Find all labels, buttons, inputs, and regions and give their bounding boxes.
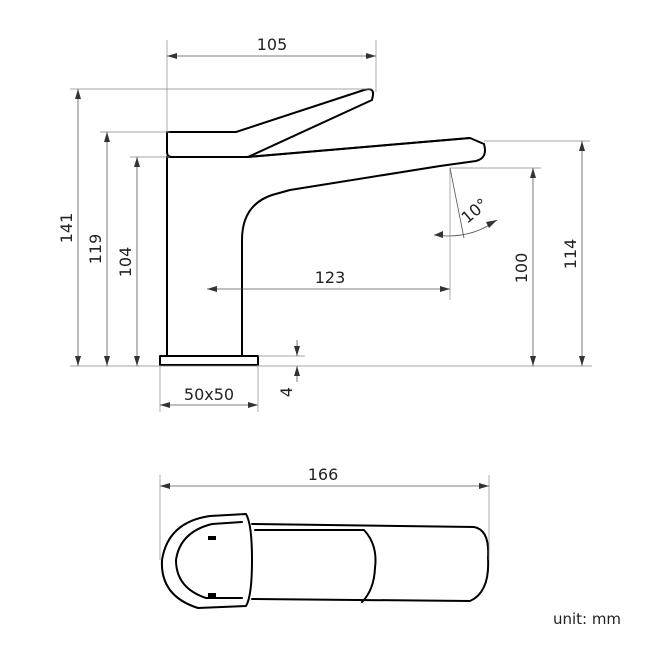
arrow-icon	[579, 356, 585, 366]
top-view: 166	[159, 465, 490, 609]
arrow-icon	[248, 402, 258, 408]
angle-line	[449, 167, 465, 239]
arrow-icon	[294, 366, 300, 376]
arrow-icon	[75, 356, 81, 366]
arrow-icon	[104, 132, 110, 142]
arrow-icon	[104, 356, 110, 366]
dim-base-thickness-label: 4	[277, 387, 296, 397]
dim-spout-height-label: 100	[512, 253, 531, 284]
arrow-icon	[75, 89, 81, 99]
dim-spout-tip-height-label: 114	[561, 239, 580, 270]
arrow-icon	[134, 356, 140, 366]
center-mark	[208, 536, 216, 540]
dim-height-handle-label: 119	[86, 234, 105, 265]
arrow-icon	[160, 483, 170, 489]
base-plate	[159, 355, 259, 366]
top-body-outline	[160, 513, 253, 609]
arrow-icon	[530, 168, 536, 178]
center-mark	[208, 593, 216, 597]
top-lever-outline	[254, 529, 377, 603]
arrow-icon	[167, 53, 177, 59]
arrow-icon	[479, 483, 489, 489]
dim-height-body-label: 104	[116, 247, 135, 278]
arrow-icon	[440, 286, 450, 292]
arrow-icon	[160, 402, 170, 408]
dim-top-width-label: 105	[257, 35, 288, 54]
spout-underside	[245, 137, 471, 158]
arrow-icon	[366, 53, 376, 59]
arrow-icon	[294, 346, 300, 356]
dim-height-total-label: 141	[57, 213, 76, 244]
arrow-icon	[579, 141, 585, 151]
arrow-icon	[530, 356, 536, 366]
dim-overall-length-label: 166	[308, 465, 339, 484]
side-view: 105 141 119 104 123 100 114	[57, 35, 592, 412]
arrow-icon	[207, 286, 217, 292]
arrow-icon	[434, 231, 443, 238]
top-spout-outline	[251, 523, 490, 602]
faucet-body-spout	[166, 137, 486, 357]
unit-label: unit: mm	[553, 610, 621, 628]
arrow-icon	[486, 220, 497, 228]
lever-handle	[166, 88, 375, 158]
dim-spout-reach-label: 123	[315, 268, 346, 287]
dim-base-size-label: 50x50	[184, 385, 234, 404]
top-body-inner	[175, 521, 243, 599]
arrow-icon	[134, 157, 140, 167]
